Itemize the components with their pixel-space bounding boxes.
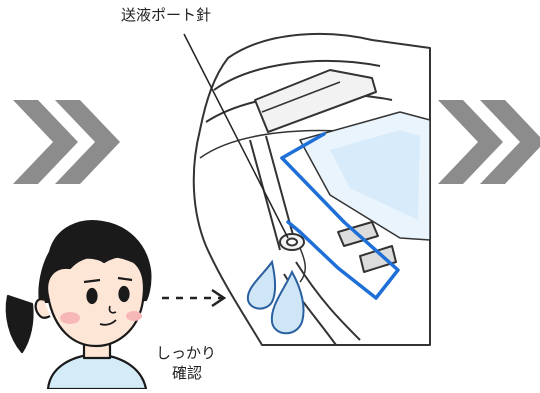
label-leader-line: [183, 33, 289, 239]
right-double-chevron-icon: [438, 100, 540, 184]
needle-highlight-frame: [280, 132, 400, 300]
person-illustration: [5, 220, 152, 391]
check-caption-line2: 確認: [172, 364, 203, 382]
liquid-drop-icons: [246, 259, 305, 335]
check-caption-line1: しっかり: [156, 344, 217, 362]
left-double-chevron-icon: [13, 100, 120, 184]
needle-port-label: 送液ポート針: [121, 6, 212, 24]
dashed-arrow-right-icon: [162, 288, 227, 308]
